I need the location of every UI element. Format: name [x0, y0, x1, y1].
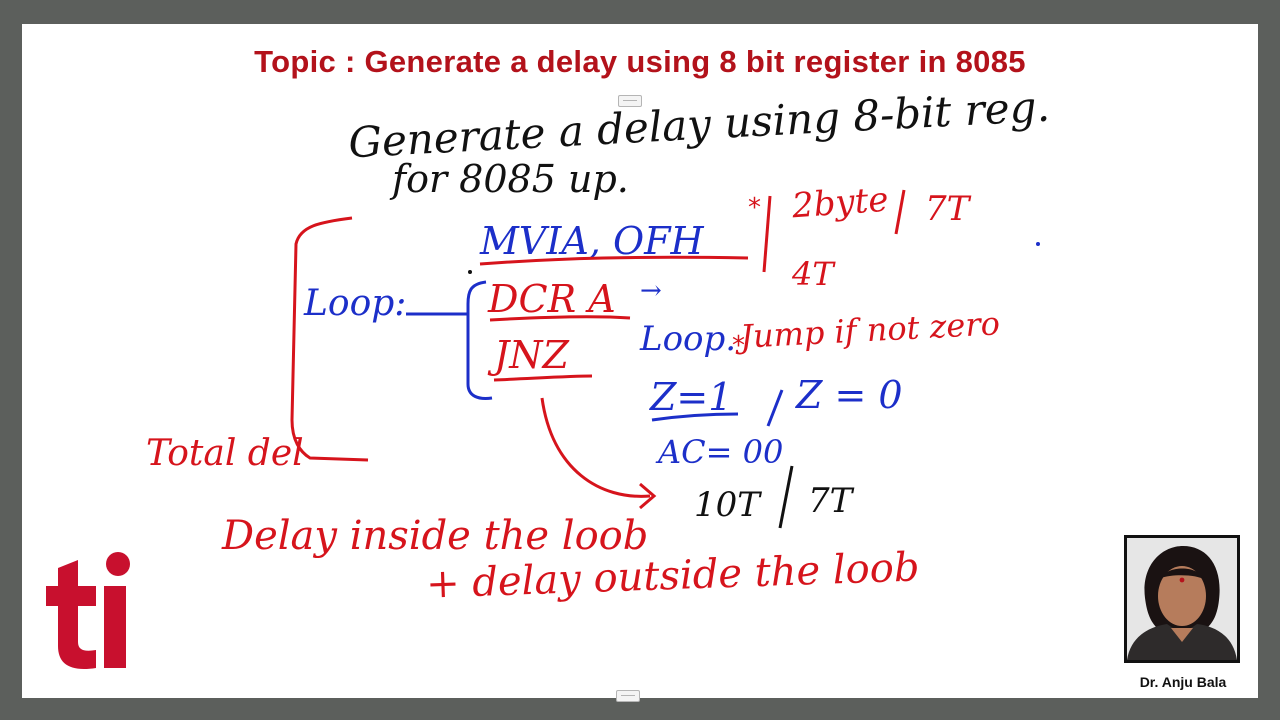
mvi-separator-slash [762, 195, 772, 273]
stray-dot [1036, 242, 1040, 246]
ti-logo-icon [46, 552, 130, 670]
jnz-asterisk: * [732, 331, 745, 361]
note-zero-flag-set: Z=1 [650, 375, 733, 419]
bottom-toolbar-tab-icon[interactable] [616, 690, 640, 702]
jnz-underline [493, 374, 593, 382]
slide-topic-title: Topic : Generate a delay using 8 bit reg… [254, 44, 1026, 79]
note-loop-label: Loop: [304, 283, 407, 324]
flag-separator-slash [766, 389, 784, 427]
note-dcr-tstates: 4T [792, 255, 834, 293]
note-arrow: → [640, 276, 662, 306]
note-zero-flag-clear: Z = 0 [796, 373, 903, 417]
note-accumulator-zero: AC= 00 [658, 433, 784, 471]
total-delay-bracket [290, 216, 369, 462]
tstates-separator-slash [894, 189, 906, 235]
note-jnz-tstates-taken: 10T [694, 485, 760, 525]
mvi-asterisk: * [748, 193, 761, 223]
note-jnz-instruction: JNZ [494, 333, 569, 377]
jnz-arrow-head [639, 482, 657, 510]
z1-underline [651, 412, 739, 422]
presenter-photo-icon [1127, 538, 1237, 660]
stray-dot [468, 270, 472, 274]
presenter-name: Dr. Anju Bala [1139, 674, 1227, 690]
note-jnz-tstates-not-taken: 7T [808, 481, 853, 521]
note-mvi-tstates: 7T [925, 189, 970, 229]
jnz-tstates-slash [778, 465, 794, 529]
dcr-underline [489, 315, 631, 322]
note-jnz-target: Loop. [640, 319, 737, 359]
loop-body-brace [466, 280, 493, 400]
presenter-video-frame [1124, 535, 1240, 663]
note-dcr-instruction: DCR A [488, 277, 616, 321]
note-total-delay-label: Total del [146, 433, 304, 474]
note-mvi-instruction: MVIA, OFH [480, 219, 704, 263]
note-formula-line1: Delay inside the loob [222, 513, 649, 559]
mvi-underline [479, 255, 749, 266]
jnz-curved-arrow [540, 397, 651, 498]
whiteboard [22, 24, 1258, 698]
note-heading-line2: for 8085 up. [392, 157, 629, 201]
toolbar-tab-icon[interactable] [618, 95, 642, 107]
